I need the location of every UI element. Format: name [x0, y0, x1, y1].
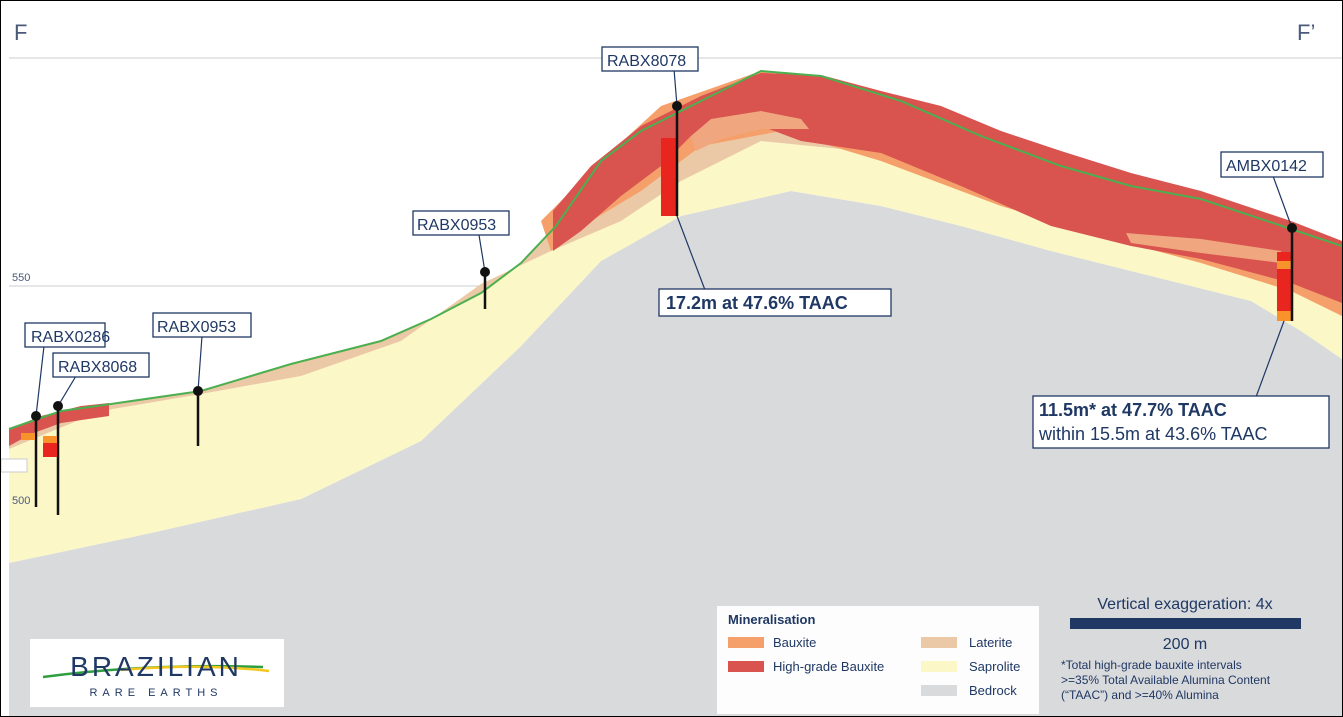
label-box: [1220, 151, 1324, 178]
drillhole-label: RABX8068: [58, 359, 137, 376]
scale-length-label: 200 m: [1163, 636, 1207, 653]
intercept-callout-secondary: within 15.5m at 43.6% TAAC: [1038, 424, 1267, 444]
legend-label-bedrock: Bedrock: [969, 683, 1017, 698]
legend-swatch-saprolite: [921, 661, 957, 672]
label-box: [412, 210, 510, 236]
legend-background: [717, 606, 1039, 714]
drillhole-rabx0286[interactable]: RABX0286: [21, 322, 110, 507]
logo-swoosh-yellow: [120, 665, 270, 673]
elevation-label-550: 550: [12, 272, 30, 284]
laterite-lens: [691, 111, 1281, 263]
footnote: *Total high-grade bauxite intervals >=35…: [1061, 658, 1271, 702]
callout-box: [658, 288, 892, 317]
logo-wordmark: BRAZILIAN: [70, 651, 242, 682]
bedrock-layer: [9, 191, 1342, 716]
scale-bar: [1070, 618, 1301, 629]
section-start-label: F: [14, 20, 27, 45]
elevation-label-500: 500: [12, 495, 30, 507]
drillhole-rabx0953-right[interactable]: RABX0953: [412, 210, 510, 309]
intercept-callout-primary: 11.5m* at 47.7% TAAC: [1039, 400, 1227, 420]
drillhole-label: RABX0953: [417, 217, 496, 234]
saprolite-layer: [9, 141, 1342, 563]
intercept-callout: 17.2m at 47.6% TAAC: [666, 293, 848, 313]
drillhole-rabx0953-left[interactable]: RABX0953: [152, 312, 252, 446]
legend-title: Mineralisation: [728, 612, 815, 627]
drillhole-rabx8068[interactable]: RABX8068: [43, 352, 150, 515]
ground-surface-line: [8, 69, 1342, 430]
label-box: [152, 312, 252, 338]
label-box: [24, 322, 106, 348]
legend-swatch-high-grade-bauxite: [728, 661, 764, 672]
high-grade-bauxite-layer: [9, 73, 1342, 446]
legend-label-high-grade-bauxite: High-grade Bauxite: [773, 659, 884, 674]
legend-swatch-bauxite: [728, 637, 764, 648]
legend-label-laterite: Laterite: [969, 635, 1012, 650]
drillhole-label: RABX0286: [31, 329, 110, 346]
drillhole-label: RABX0953: [157, 319, 236, 336]
drillhole-ambx0142[interactable]: AMBX0142 11.5m* at 47.7% TAAC within 15.…: [1032, 151, 1330, 449]
drillhole-rabx8078[interactable]: RABX8078 17.2m at 47.6% TAAC: [601, 46, 892, 317]
scale-bar-group: Vertical exaggeration: 4x 200 m: [1070, 596, 1301, 653]
legend-swatch-laterite: [921, 637, 957, 648]
drillhole-label: RABX8078: [607, 53, 686, 70]
section-end-label: F’: [1297, 20, 1315, 45]
legend-swatch-bedrock: [921, 685, 957, 696]
logo-tagline: RARE EARTHS: [89, 687, 222, 699]
legend: Mineralisation Bauxite High-grade Bauxit…: [717, 606, 1039, 714]
footnote-line-3: (“TAAC”) and >=40% Alumina: [1061, 688, 1219, 702]
legend-label-bauxite: Bauxite: [773, 635, 816, 650]
footnote-line-2: >=35% Total Available Alumina Content: [1061, 673, 1271, 687]
legend-label-saprolite: Saprolite: [969, 659, 1020, 674]
callout-box: [1032, 395, 1330, 449]
vertical-exaggeration-label: Vertical exaggeration: 4x: [1097, 596, 1272, 613]
footnote-line-1: *Total high-grade bauxite intervals: [1061, 658, 1242, 672]
drillhole-label: AMBX0142: [1226, 158, 1307, 175]
brazilian-rare-earths-logo: BRAZILIAN RARE EARTHS: [30, 639, 284, 707]
left-edge-tick: [1, 458, 28, 473]
label-box: [52, 352, 150, 378]
label-box: [601, 46, 699, 72]
